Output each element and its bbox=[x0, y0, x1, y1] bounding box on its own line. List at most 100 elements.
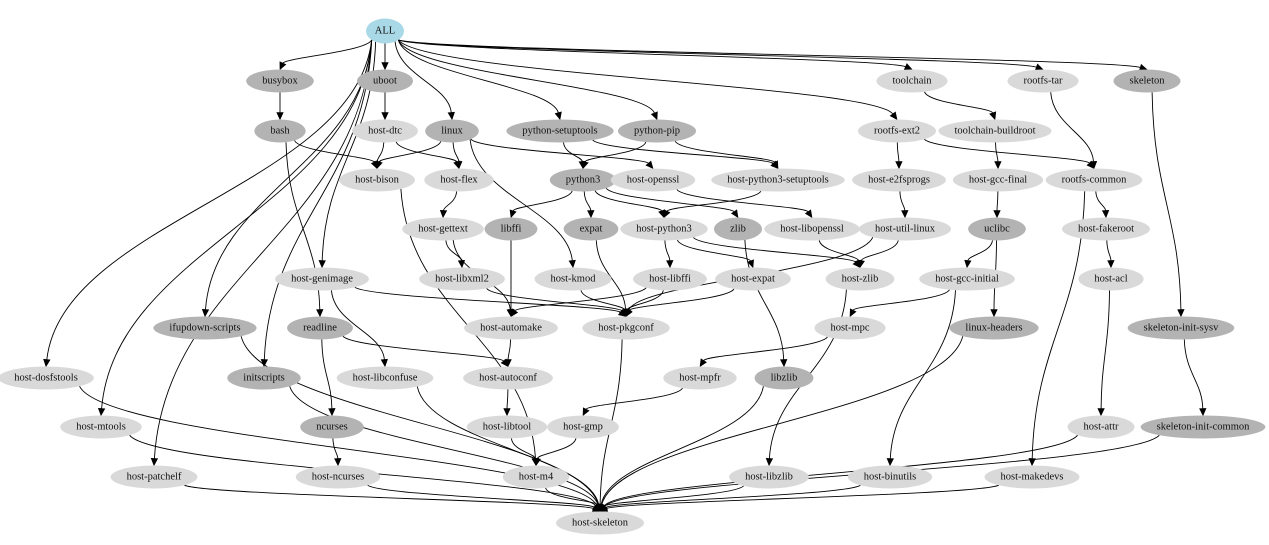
node-label-host-dosfstools: host-dosfstools bbox=[14, 373, 78, 384]
node-ellipse-host-ncurses bbox=[295, 465, 381, 489]
node-host-mtools: host-mtools bbox=[60, 415, 142, 439]
arrowhead-python3-to-libffi bbox=[509, 209, 517, 219]
node-ellipse-rootfs-common bbox=[1045, 168, 1143, 192]
arrowhead-host-openssl-to-host-libopenssl bbox=[804, 209, 813, 219]
node-label-host-genimage: host-genimage bbox=[291, 274, 353, 285]
node-ellipse-host-m4 bbox=[502, 465, 570, 489]
node-busybox: busybox bbox=[246, 69, 314, 93]
arrowhead-uclibc-to-linux-headers bbox=[990, 309, 998, 318]
arrowhead-all-to-python-pip bbox=[650, 111, 658, 121]
node-label-host-gettext: host-gettext bbox=[418, 224, 468, 235]
edge-host-m4-to-host-skeleton bbox=[545, 487, 599, 506]
node-label-host-libconfuse: host-libconfuse bbox=[353, 373, 418, 384]
node-label-host-pkgconf: host-pkgconf bbox=[598, 323, 654, 334]
node-ellipse-host-acl bbox=[1078, 267, 1144, 291]
node-ellipse-host-libxml2 bbox=[419, 267, 505, 291]
edge-host-acl-to-host-attr bbox=[1100, 290, 1110, 409]
node-host-gcc-initial: host-gcc-initial bbox=[919, 267, 1015, 291]
node-ellipse-host-gmp bbox=[547, 415, 619, 439]
arrowhead-linux-to-host-kmod bbox=[568, 259, 576, 269]
arrowhead-host-automake-to-host-autoconf bbox=[504, 359, 512, 368]
edge-host-python3-setuptools-to-host-python3 bbox=[666, 190, 762, 212]
edge-host-gcc-initial-to-host-binutils bbox=[889, 290, 956, 459]
node-linux: linux bbox=[425, 119, 479, 143]
edge-host-dtc-to-host-bison bbox=[376, 142, 385, 162]
node-skeleton: skeleton bbox=[1113, 69, 1181, 93]
node-label-bash: bash bbox=[270, 126, 290, 137]
edge-python-setuptools-to-python3 bbox=[563, 142, 583, 162]
node-ellipse-initscripts bbox=[227, 366, 301, 390]
node-label-rootfs-tar: rootfs-tar bbox=[1023, 76, 1063, 87]
arrowhead-all-to-host-mtools bbox=[97, 407, 106, 417]
arrowhead-all-to-host-patchelf bbox=[150, 457, 159, 467]
node-linux-headers: linux-headers bbox=[949, 316, 1039, 340]
node-rootfs-common: rootfs-common bbox=[1045, 168, 1143, 192]
arrowhead-host-e2fsprogs-to-host-util-linux bbox=[901, 210, 909, 219]
node-host-libzlib: host-libzlib bbox=[729, 465, 809, 489]
node-host-pkgconf: host-pkgconf bbox=[582, 316, 670, 340]
node-host-acl: host-acl bbox=[1078, 267, 1144, 291]
node-all: ALL bbox=[366, 18, 404, 44]
node-ellipse-skeleton-init-common bbox=[1140, 415, 1266, 439]
arrowhead-zlib-to-libzlib bbox=[780, 359, 788, 368]
arrowhead-host-gcc-final-to-uclibc bbox=[993, 210, 1001, 219]
arrowhead-host-flex-to-host-gettext bbox=[439, 209, 448, 219]
edge-host-openssl-to-host-libopenssl bbox=[676, 189, 809, 213]
edge-rootfs-tar-to-rootfs-common bbox=[1050, 92, 1094, 162]
node-host-zlib: host-zlib bbox=[825, 267, 895, 291]
node-label-readline: readline bbox=[303, 323, 337, 334]
edge-toolchain-to-toolchain-buildroot bbox=[924, 91, 994, 114]
edge-python3-to-host-python3 bbox=[594, 190, 663, 212]
node-host-skeleton: host-skeleton bbox=[556, 511, 644, 535]
node-libffi: libffi bbox=[484, 217, 538, 241]
arrowhead-host-python3-setuptools-to-host-python3 bbox=[663, 209, 671, 219]
arrowhead-linux-to-host-flex bbox=[455, 161, 463, 170]
arrowhead-host-gettext-to-host-libxml2 bbox=[457, 259, 466, 269]
node-ellipse-host-gcc-final bbox=[952, 168, 1044, 192]
node-label-initscripts: initscripts bbox=[243, 373, 284, 384]
node-label-host-fakeroot: host-fakeroot bbox=[1078, 224, 1134, 235]
node-ellipse-python-pip bbox=[617, 119, 697, 143]
arrowhead-host-python3-to-host-expat bbox=[747, 259, 754, 269]
node-label-host-python3-setuptools: host-python3-setuptools bbox=[727, 175, 829, 186]
edge-host-libopenssl-to-host-zlib bbox=[818, 240, 860, 261]
node-ellipse-libzlib bbox=[754, 366, 814, 390]
node-label-host-e2fsprogs: host-e2fsprogs bbox=[868, 175, 930, 186]
node-label-expat: expat bbox=[580, 224, 603, 235]
arrowhead-host-makedevs-to-host-skeleton bbox=[599, 505, 609, 512]
arrowhead-python3-to-expat bbox=[587, 210, 595, 219]
node-label-host-automake: host-automake bbox=[480, 323, 542, 334]
edge-python3-to-expat bbox=[583, 191, 592, 211]
node-host-dtc: host-dtc bbox=[352, 119, 418, 143]
node-label-ifupdown-scripts: ifupdown-scripts bbox=[169, 323, 240, 334]
node-ellipse-python3 bbox=[549, 168, 617, 192]
node-host-mpfr: host-mpfr bbox=[663, 366, 737, 390]
node-host-attr: host-attr bbox=[1067, 415, 1135, 439]
edge-host-mpc-to-host-mpfr bbox=[703, 336, 828, 361]
arrowhead-all-to-rootfs-ext2 bbox=[889, 111, 898, 121]
node-ellipse-host-autoconf bbox=[463, 366, 553, 390]
node-ellipse-host-python3-setuptools bbox=[711, 168, 845, 192]
arrowhead-all-to-host-dosfstools bbox=[43, 358, 51, 368]
node-label-ncurses: ncurses bbox=[316, 422, 348, 433]
node-ellipse-host-gettext bbox=[402, 217, 484, 241]
node-label-host-util-linux: host-util-linux bbox=[875, 224, 936, 235]
node-ellipse-rootfs-tar bbox=[1007, 69, 1079, 93]
arrowhead-host-util-linux-to-host-zlib bbox=[857, 259, 865, 269]
node-uboot: uboot bbox=[357, 69, 413, 93]
edge-all-to-skeleton bbox=[398, 39, 1141, 68]
node-label-uclibc: uclibc bbox=[984, 224, 1010, 235]
node-rootfs-tar: rootfs-tar bbox=[1007, 69, 1079, 93]
edge-host-gmp-to-host-m4 bbox=[536, 438, 577, 459]
node-label-host-binutils: host-binutils bbox=[864, 472, 917, 483]
node-ellipse-toolchain-buildroot bbox=[938, 119, 1052, 143]
node-label-busybox: busybox bbox=[262, 76, 298, 87]
node-ellipse-host-util-linux bbox=[858, 217, 952, 241]
arrowhead-toolchain-to-toolchain-buildroot bbox=[989, 111, 997, 121]
node-label-host-dtc: host-dtc bbox=[368, 126, 402, 137]
arrowhead-rootfs-ext2-to-host-e2fsprogs bbox=[895, 161, 903, 170]
edge-rootfs-common-to-host-fakeroot bbox=[1095, 191, 1107, 211]
arrowhead-linux-to-host-openssl bbox=[645, 160, 654, 170]
edge-all-to-busybox bbox=[282, 39, 373, 64]
